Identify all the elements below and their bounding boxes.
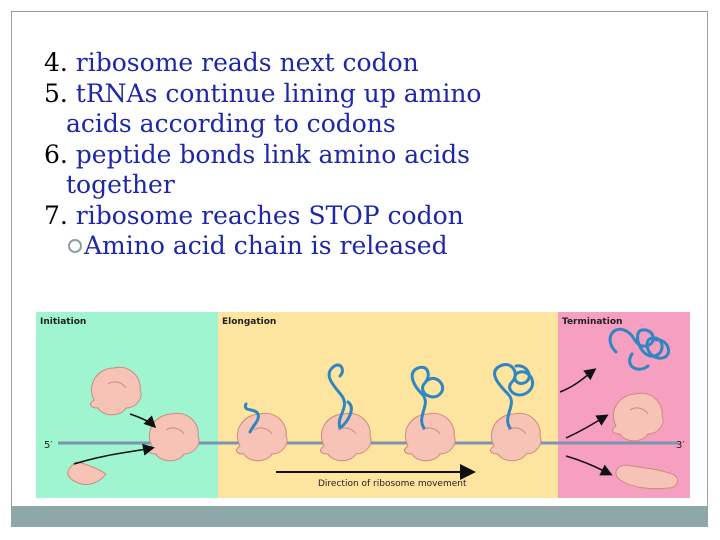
list-item-6: 6. peptide bonds link amino acids bbox=[44, 139, 470, 169]
list-item-4: 4. ribosome reads next codon bbox=[44, 48, 419, 77]
small-subunit-released bbox=[615, 464, 679, 490]
peptide-chain-1 bbox=[243, 402, 260, 434]
list-item-7: 7. ribosome reaches STOP codon bbox=[44, 200, 464, 230]
peptide-chain-3 bbox=[410, 365, 445, 430]
peptide-chain-4 bbox=[493, 363, 534, 430]
elongation-panel bbox=[218, 312, 558, 498]
sub-bullet-item: Amino acid chain is released bbox=[44, 231, 684, 262]
translation-diagram: Initiation Elongation Termination 5′ 3′ … bbox=[36, 312, 690, 498]
initiation-arrow-bottom bbox=[73, 443, 155, 465]
termination-arrow-middle bbox=[565, 414, 609, 439]
list-item-5: 5. tRNAs continue lining up amino bbox=[44, 78, 482, 108]
termination-arrow-top bbox=[559, 368, 597, 393]
initiation-label: Initiation bbox=[40, 317, 86, 327]
direction-label: Direction of ribosome movement bbox=[318, 479, 467, 489]
slide-body-text: 4. ribosome reads next codon 5. tRNAs co… bbox=[44, 48, 684, 262]
list-item-5-continued: acids according to codons bbox=[66, 109, 396, 138]
elongation-label: Elongation bbox=[222, 317, 276, 327]
released-chain bbox=[608, 327, 671, 371]
peptide-chain-2 bbox=[327, 363, 353, 430]
ring-bullet-icon bbox=[68, 239, 82, 253]
slide-footer-bar bbox=[11, 506, 708, 527]
termination-label: Termination bbox=[562, 317, 622, 327]
termination-arrow-bottom bbox=[565, 455, 613, 476]
three-prime-label: 3′ bbox=[676, 440, 685, 451]
list-item-6-continued: together bbox=[66, 170, 175, 199]
five-prime-label: 5′ bbox=[44, 440, 53, 451]
initiation-arrow-top bbox=[129, 413, 157, 429]
ribosome-small-subunit bbox=[67, 461, 107, 485]
